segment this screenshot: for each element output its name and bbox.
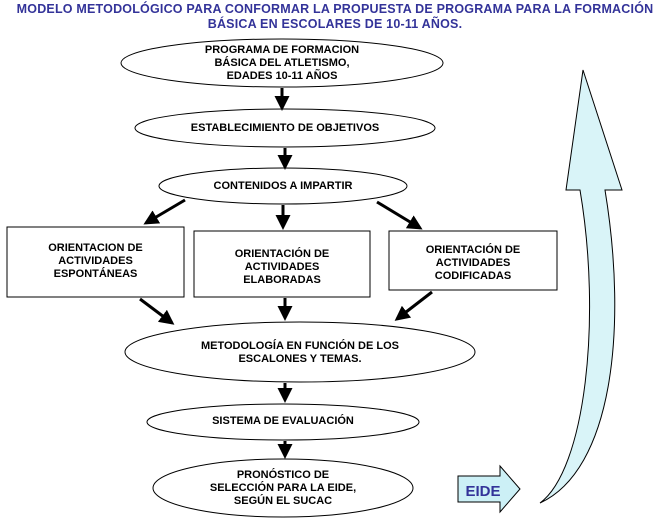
node-programa-shape xyxy=(120,38,444,88)
node-codificadas-line-1: ORIENTACIÓN DE xyxy=(425,243,521,256)
diagram-title: MODELO METODOLÓGICO PARA CONFORMAR LA PR… xyxy=(0,2,670,32)
node-elaboradas-line-1: ORIENTACIÓN DE xyxy=(234,247,330,260)
node-contenidos-line-1: CONTENIDOS A IMPARTIR xyxy=(213,180,353,192)
arrow-espontaneas-metodologia xyxy=(139,297,175,325)
node-espontaneas-shape xyxy=(6,226,185,298)
node-programa: PROGRAMA DE FORMACION BÁSICA DEL ATLETIS… xyxy=(132,40,432,86)
node-elaboradas-shape xyxy=(193,230,371,298)
feedback-curved-arrow xyxy=(539,69,623,504)
node-metodologia-line-1: METODOLOGÍA EN FUNCIÓN DE LOS xyxy=(200,340,399,352)
node-espontaneas-line-1: ORIENTACION DE xyxy=(48,241,143,254)
node-contenidos: CONTENIDOS A IMPARTIR xyxy=(163,178,403,195)
node-pronostico-line-3: SEGÚN EL SUCAC xyxy=(233,494,333,507)
node-elaboradas: ORIENTACIÓN DE ACTIVIDADES ELABORADAS xyxy=(194,242,370,292)
arrow-contenidos-espontaneas xyxy=(143,198,186,225)
node-espontaneas-line-3: ESPONTÁNEAS xyxy=(53,267,138,280)
node-pronostico: PRONÓSTICO DE SELECCIÓN PARA LA EIDE, SE… xyxy=(163,465,403,511)
node-evaluacion-line-1: SISTEMA DE EVALUACIÓN xyxy=(212,415,354,427)
node-pronostico-line-1: PRONÓSTICO DE xyxy=(236,468,330,481)
node-elaboradas-line-3: ELABORADAS xyxy=(243,273,321,286)
title-line-2: BÁSICA EN ESCOLARES DE 10-11 AÑOS. xyxy=(207,17,463,31)
node-programa-line-3: EDADES 10-11 AÑOS xyxy=(226,69,338,82)
node-pronostico-line-2: SELECCIÓN PARA LA EIDE, xyxy=(209,481,357,494)
node-elaboradas-line-2: ACTIVIDADES xyxy=(244,260,320,273)
node-metodologia-line-2: ESCALONES Y TEMAS. xyxy=(238,353,362,365)
title-line-1: MODELO METODOLÓGICO PARA CONFORMAR LA PR… xyxy=(16,2,654,16)
eide-block-arrow xyxy=(457,464,521,514)
node-codificadas-line-2: ACTIVIDADES xyxy=(435,256,511,269)
node-codificadas-shape xyxy=(388,230,558,291)
node-metodologia-shape xyxy=(124,321,476,383)
node-objetivos: ESTABLECIMIENTO DE OBJETIVOS xyxy=(145,120,425,137)
node-evaluacion: SISTEMA DE EVALUACIÓN xyxy=(163,413,403,430)
node-objetivos-line-1: ESTABLECIMIENTO DE OBJETIVOS xyxy=(190,122,380,134)
node-programa-line-2: BÁSICA DEL ATLETISMO, xyxy=(214,56,350,69)
node-espontaneas: ORIENTACION DE ACTIVIDADES ESPONTÁNEAS xyxy=(7,236,184,286)
node-evaluacion-shape xyxy=(146,403,420,441)
eide-label: EIDE xyxy=(465,482,501,500)
node-codificadas-line-3: CODIFICADAS xyxy=(434,269,512,282)
node-espontaneas-line-2: ACTIVIDADES xyxy=(58,254,133,267)
node-pronostico-shape xyxy=(152,458,414,518)
arrow-codificadas-metodologia xyxy=(394,290,433,321)
node-metodologia: METODOLOGÍA EN FUNCIÓN DE LOS ESCALONES … xyxy=(150,338,450,368)
arrow-contenidos-codificadas xyxy=(376,200,423,230)
node-codificadas: ORIENTACIÓN DE ACTIVIDADES CODIFICADAS xyxy=(389,238,557,288)
node-programa-line-1: PROGRAMA DE FORMACION xyxy=(204,43,360,56)
